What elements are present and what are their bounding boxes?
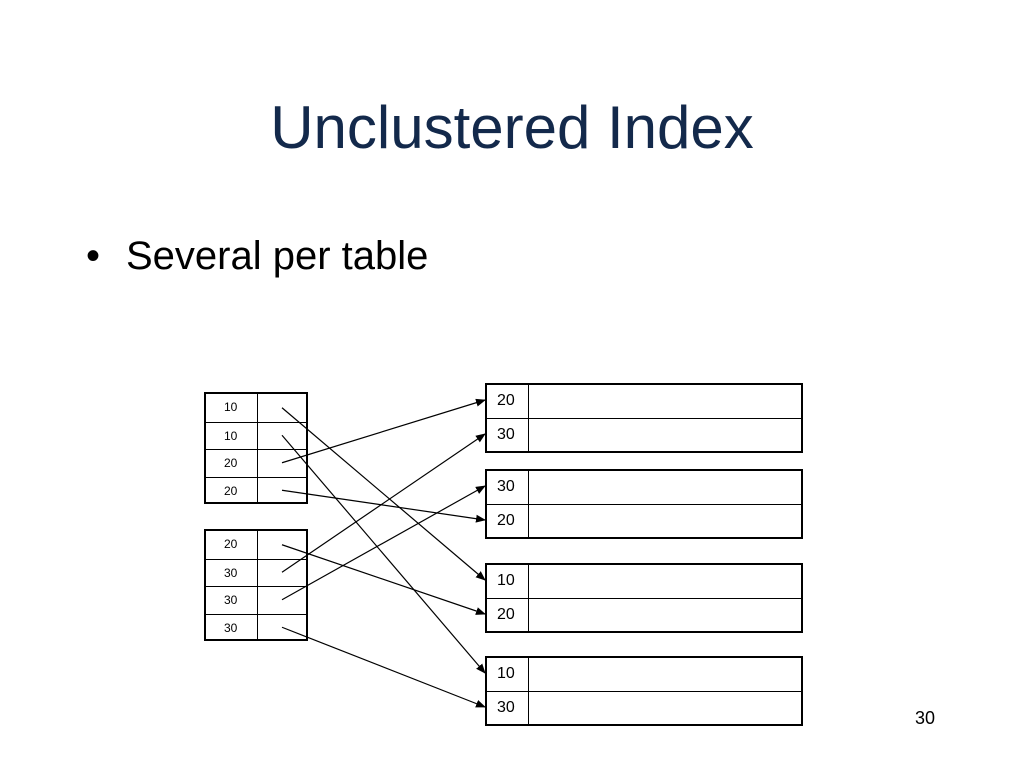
index-pointer-cell — [258, 587, 306, 614]
data-record-body — [529, 419, 801, 451]
data-key: 20 — [487, 505, 529, 537]
data-key: 20 — [487, 385, 529, 418]
data-key: 30 — [487, 419, 529, 451]
data-page-2: 30 20 — [485, 469, 803, 539]
index-entry: 10 — [206, 421, 306, 450]
data-page-1: 20 30 — [485, 383, 803, 453]
index-entry: 10 — [206, 394, 306, 422]
index-key: 20 — [206, 450, 258, 477]
index-key: 30 — [206, 587, 258, 614]
index-entry: 30 — [206, 586, 306, 614]
index-key: 10 — [206, 422, 258, 449]
data-record: 30 — [487, 471, 801, 504]
data-record-body — [529, 565, 801, 598]
index-table-1: 10 10 20 20 — [204, 392, 308, 504]
index-key: 30 — [206, 614, 258, 641]
pointer-arrow — [281, 489, 486, 523]
data-key: 10 — [487, 565, 529, 598]
index-pointer-cell — [258, 531, 306, 559]
data-record: 10 — [487, 565, 801, 598]
pointer-arrow — [281, 544, 486, 615]
pointer-arrow — [281, 407, 486, 581]
index-key: 20 — [206, 531, 258, 559]
data-record-body — [529, 471, 801, 504]
data-key: 10 — [487, 658, 529, 691]
index-table-2: 20 30 30 30 — [204, 529, 308, 641]
pointer-arrow — [281, 626, 486, 708]
index-pointer-cell — [258, 450, 306, 477]
index-pointer-cell — [258, 615, 306, 642]
pointer-arrow — [281, 433, 486, 573]
data-record: 20 — [487, 385, 801, 418]
index-entry: 20 — [206, 449, 306, 477]
bullet-text: Several per table — [126, 234, 429, 278]
data-key: 30 — [487, 692, 529, 724]
data-record: 10 — [487, 658, 801, 691]
index-pointer-cell — [258, 478, 306, 505]
page-number: 30 — [914, 708, 936, 728]
data-record-body — [529, 505, 801, 537]
data-record: 30 — [487, 418, 801, 451]
data-record-body — [529, 692, 801, 724]
index-entry: 30 — [206, 558, 306, 587]
data-record-body — [529, 385, 801, 418]
data-page-4: 10 30 — [485, 656, 803, 726]
data-record: 30 — [487, 691, 801, 724]
index-pointer-cell — [258, 394, 306, 422]
index-key: 20 — [206, 477, 258, 504]
pointer-arrow — [281, 434, 486, 674]
index-pointer-cell — [258, 423, 306, 450]
index-key: 30 — [206, 559, 258, 586]
pointer-arrow — [281, 485, 486, 601]
index-key: 10 — [206, 394, 258, 422]
data-page-3: 10 20 — [485, 563, 803, 633]
index-entry: 20 — [206, 476, 306, 505]
index-pointer-cell — [258, 560, 306, 587]
index-entry: 30 — [206, 613, 306, 642]
data-record-body — [529, 658, 801, 691]
data-record: 20 — [487, 504, 801, 537]
pointer-arrow — [281, 398, 486, 464]
data-record-body — [529, 599, 801, 631]
bullet-dot-icon: • — [86, 234, 101, 278]
index-entry: 20 — [206, 531, 306, 559]
slide-title: Unclustered Index — [270, 94, 754, 161]
data-key: 20 — [487, 599, 529, 631]
data-record: 20 — [487, 598, 801, 631]
data-key: 30 — [487, 471, 529, 504]
bullet-item: • Several per table — [86, 236, 428, 276]
